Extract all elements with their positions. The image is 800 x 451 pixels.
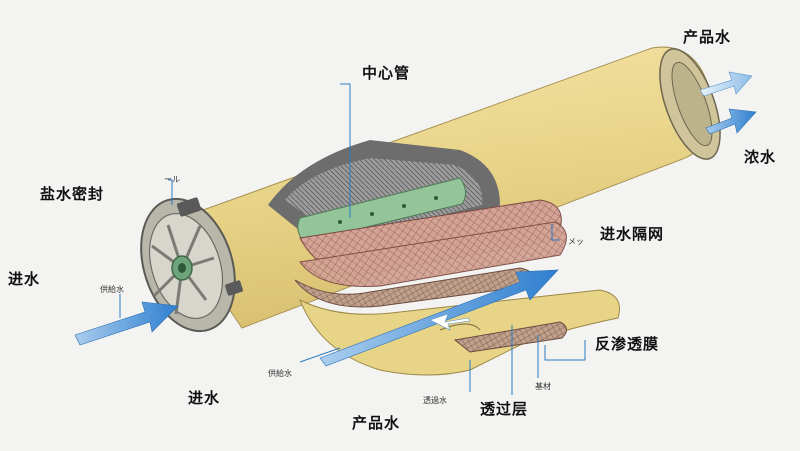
- label-feed-water-left: 进水: [8, 270, 41, 288]
- permeate-arrow: [429, 313, 471, 331]
- leader-center-tube: [340, 83, 351, 218]
- label-permeate-layer: 透过层: [480, 400, 529, 418]
- label-feed-spacer-small: メッ: [568, 237, 584, 246]
- leader-bottom-feed: [299, 347, 341, 363]
- label-brine-seal-small: ール: [164, 175, 180, 184]
- label-brine-seal: 盐水密封: [40, 185, 105, 203]
- brine-seal: [176, 197, 202, 217]
- label-concentrate: 浓水: [744, 148, 777, 166]
- label-center-tube: 中心管: [362, 64, 411, 82]
- product-arrow-top: [699, 71, 753, 97]
- label-product-water-bottom: 产品水: [352, 414, 401, 432]
- label-feed-water-small: 供給水: [100, 285, 124, 294]
- label-feed-spacer: 进水隔网: [600, 225, 665, 243]
- leader-feed-spacer: [551, 224, 560, 241]
- label-support-small: 基材: [535, 382, 551, 391]
- label-ro-membrane: 反渗透膜: [595, 335, 660, 353]
- label-product-water-top: 产品水: [683, 28, 732, 46]
- feed-arrow-left: [74, 301, 179, 346]
- leader-brine-seal: [168, 179, 173, 205]
- leader-ro-membrane: [544, 340, 586, 361]
- concentrate-arrow: [705, 108, 757, 135]
- center-tube: [297, 177, 466, 243]
- label-feed-water-bottom-small: 供給水: [268, 369, 292, 378]
- label-feed-water-bottom: 进水: [188, 389, 221, 407]
- label-permeate-small: 透過水: [423, 396, 447, 405]
